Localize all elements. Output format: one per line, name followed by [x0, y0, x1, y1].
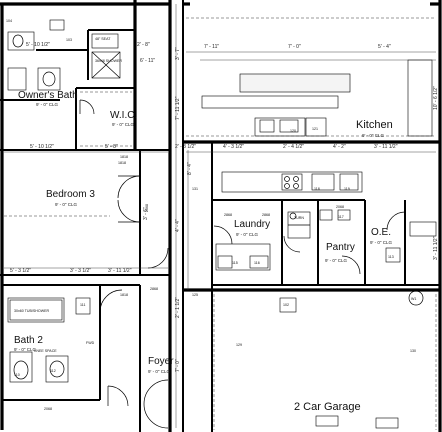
bedroom3-name: Bedroom 3 [46, 189, 95, 200]
kitchen-ceiling: 9' - 0" CLG [362, 133, 384, 138]
dim-e2: 3' - 11 1/2" [433, 236, 439, 260]
pantry-ceiling: 9' - 0" CLG [325, 258, 347, 263]
laundry-name: Laundry [234, 219, 270, 230]
dim-v1: 7' - 11 1/2" [175, 96, 181, 120]
tag-w1: W1 [411, 297, 416, 301]
tag-111: 111 [80, 303, 85, 307]
tag-129: 129 [236, 343, 242, 347]
shower-seat-label: 48" SEAT [95, 37, 111, 41]
dim-ob-bot2: 6' - 11" [140, 58, 155, 64]
dim-b3: 3' - 11 1/2" [108, 268, 132, 274]
bedroom3-doors [4, 175, 169, 269]
dim-v3: 4' - 4" [175, 219, 181, 232]
tag-120: 120 [290, 129, 296, 133]
tag-131: 131 [192, 187, 198, 191]
laundry-ceiling: 9' - 0" CLG [236, 232, 258, 237]
tag-119: 119 [344, 187, 350, 191]
tag-116: 116 [254, 261, 260, 265]
bath2-name: Bath 2 [14, 335, 43, 346]
dim-k4: 4' - 3 1/2" [223, 144, 244, 150]
tag-garage-1: 102 [283, 303, 289, 307]
pantry-fixtures [319, 209, 437, 275]
tag-laundry-1: 2868 [224, 213, 232, 217]
tag-112: 112 [50, 369, 56, 373]
owners-bath-ceiling: 9' - 0" CLG [36, 102, 58, 107]
kitchen-name: Kitchen [356, 119, 393, 131]
knee-space-label: KNEE SPACE [34, 349, 57, 353]
dim-b1: 5' - 3 1/2" [10, 268, 31, 274]
tag-2868-foyer: 2868 [150, 287, 158, 291]
dim-v2: 3' - 7" [175, 47, 181, 60]
dim-k7: 3' - 11 1/2" [374, 144, 398, 150]
tag-bed3-1: 1818 [118, 161, 126, 165]
kitchen-fixtures [186, 17, 436, 193]
dim-k5: 2' - 4 1/2" [283, 144, 304, 150]
tag-pantry: 2068 [336, 205, 344, 209]
dim-k3: 5' - 4" [378, 44, 391, 50]
pantry-name: Pantry [326, 242, 355, 253]
dim-h1: 5' - 8" [105, 144, 118, 150]
tag-1818-bath: 1818 [120, 293, 128, 297]
owners-bath-name: Owner's Bath [18, 90, 78, 101]
bath2-fixtures [7, 289, 123, 383]
tag-115: 115 [232, 261, 238, 265]
tag-laundry-2: 2868 [262, 213, 270, 217]
wic-ceiling: 9' - 0" CLG [112, 122, 134, 127]
dim-k2: 7' - 0" [288, 44, 301, 50]
dim-k6: 4' - 2" [333, 144, 346, 150]
dimension-lines [4, 4, 436, 428]
dim-v7: 3' - 6" [143, 207, 149, 220]
fwd-label: FWD [86, 341, 95, 345]
garage-fixtures [213, 290, 437, 430]
tag-113: 113 [388, 255, 394, 259]
owners-bath-tag-1: 103 [66, 38, 72, 42]
tag-117: 117 [338, 215, 344, 219]
dim-ob-bot: 5' - 10 1/2" [30, 144, 54, 150]
dim-ob-top: 5' - 10 1/2" [26, 42, 50, 48]
owners-bath-fixtures: 103 104 [6, 19, 121, 115]
tag-121: 121 [312, 127, 318, 131]
owners-bath-tag-2: 104 [6, 19, 12, 23]
tag-125: 125 [192, 293, 198, 297]
tag-110: 110 [14, 373, 20, 377]
dim-ob-mid: 2' - 8" [137, 42, 150, 48]
tag-130: 130 [410, 349, 416, 353]
dim-k1: 7' - 11" [204, 44, 219, 50]
wic-name: W.I.C. [110, 110, 137, 121]
tag-2068-bath: 2068 [44, 407, 52, 411]
dim-b2: 3' - 3 1/2" [70, 268, 91, 274]
dim-v5: 7' - 0" [175, 359, 181, 372]
oe-name: O.E. [371, 227, 391, 238]
laundry-fixtures [213, 211, 311, 271]
tub-label: 30x60 TUB/SHOWER [14, 309, 49, 313]
tag-bed3-2: 2068 [145, 204, 149, 212]
dim-e1: 10' - 6 1/2" [433, 86, 439, 110]
foyer-ceiling: 9' - 0" CLG [148, 369, 170, 374]
tag-1818-wic: 1818 [120, 155, 128, 159]
foyer-fixtures [107, 379, 169, 429]
dim-h2: 2' - 3 1/2" [175, 144, 196, 150]
bath2-ceiling: 9' - 0" CLG [14, 347, 36, 352]
tag-118: 118 [314, 187, 320, 191]
bedroom3-ceiling: 9' - 0" CLG [55, 202, 77, 207]
dim-v6: 8' - 4" [187, 162, 193, 175]
laundry-turn: TURN [294, 216, 304, 220]
oe-ceiling: 9' - 0" CLG [370, 240, 392, 245]
shower-size-label: 36x48 SHOWER [95, 59, 122, 63]
garage-name: 2 Car Garage [294, 401, 361, 413]
dim-v4: 2' - 1 1/2" [175, 297, 181, 318]
foyer-name: Foyer [148, 356, 174, 367]
